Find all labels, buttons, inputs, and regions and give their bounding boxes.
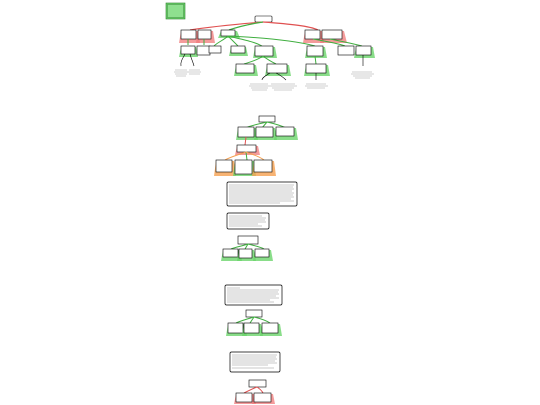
node-t3-root[interactable] bbox=[237, 235, 259, 245]
node-l2-f[interactable] bbox=[305, 45, 327, 58]
node-t4-c[interactable] bbox=[260, 322, 282, 336]
node-t2-b[interactable] bbox=[254, 126, 277, 140]
node-t3-b[interactable] bbox=[237, 248, 256, 261]
node-l1-b[interactable] bbox=[196, 29, 215, 43]
node-l2-b[interactable] bbox=[196, 45, 211, 56]
text-block-1 bbox=[226, 181, 298, 207]
node-l2-c[interactable] bbox=[208, 45, 222, 54]
node-l3-c[interactable] bbox=[304, 63, 330, 76]
node-t2-d[interactable] bbox=[235, 144, 260, 155]
node-l3-b[interactable] bbox=[265, 63, 291, 76]
tree-4 bbox=[226, 309, 282, 336]
node-l2-h[interactable] bbox=[354, 45, 375, 58]
note-cluster-top bbox=[174, 69, 374, 91]
node-t2-f[interactable] bbox=[233, 159, 256, 176]
node-t4-a[interactable] bbox=[226, 322, 247, 336]
node-t2-g[interactable] bbox=[252, 159, 276, 176]
node-t2-c[interactable] bbox=[274, 126, 298, 140]
node-t5-a[interactable] bbox=[234, 392, 256, 404]
node-t3-c[interactable] bbox=[253, 248, 273, 261]
text-block-4 bbox=[229, 351, 281, 373]
node-l2-d[interactable] bbox=[229, 45, 248, 56]
node-root[interactable] bbox=[254, 15, 273, 23]
node-l3-a[interactable] bbox=[234, 63, 258, 76]
node-l2-e[interactable] bbox=[253, 45, 277, 58]
node-t3-a[interactable] bbox=[221, 248, 242, 261]
tree-5 bbox=[234, 379, 275, 404]
text-block-3 bbox=[224, 284, 283, 306]
text-block-2 bbox=[226, 212, 270, 230]
node-t5-root[interactable] bbox=[248, 379, 267, 388]
tree-2 bbox=[214, 115, 298, 176]
node-t5-b[interactable] bbox=[252, 392, 275, 404]
node-t2-root[interactable] bbox=[258, 115, 276, 123]
tree-3 bbox=[221, 235, 273, 261]
top-tree bbox=[174, 15, 375, 91]
node-l2-g[interactable] bbox=[337, 45, 355, 56]
node-t2-e[interactable] bbox=[214, 159, 236, 176]
node-l2-a[interactable] bbox=[179, 45, 198, 57]
node-t4-b[interactable] bbox=[242, 322, 263, 336]
node-t4-root[interactable] bbox=[245, 309, 263, 318]
legend bbox=[165, 2, 186, 20]
